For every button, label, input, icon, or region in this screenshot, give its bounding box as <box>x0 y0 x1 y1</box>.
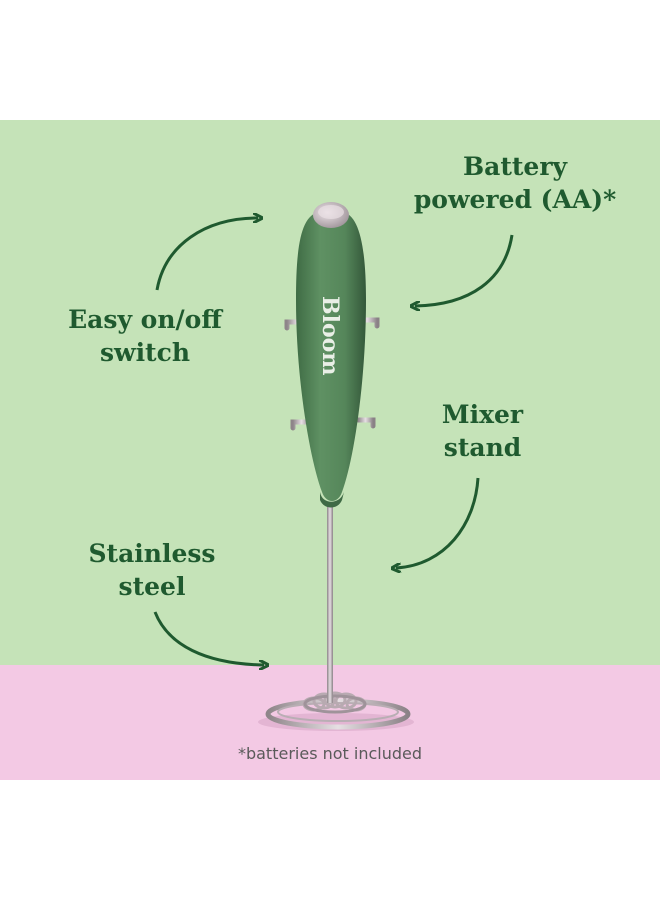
arrow-battery <box>415 234 514 306</box>
bottom-margin <box>0 780 660 900</box>
callout-steel: Stainless steel <box>62 537 242 603</box>
batteries-footnote: *batteries not included <box>237 744 423 763</box>
arrow-steel <box>153 611 264 665</box>
callout-steel-line2: steel <box>118 572 186 601</box>
callout-battery-line2: powered (AA)* <box>413 185 617 214</box>
callout-mixer-line2: stand <box>443 433 522 462</box>
whisk-coil <box>302 691 367 714</box>
top-margin <box>0 0 660 120</box>
frother-body <box>296 212 366 501</box>
callout-battery-line1: Battery <box>462 152 568 181</box>
arrow-mixer <box>396 477 480 568</box>
callout-switch-line1: Easy on/off <box>68 305 222 334</box>
body-collar <box>320 492 344 508</box>
whisk-shaft <box>327 503 333 703</box>
arrow-switch <box>155 218 258 291</box>
callout-steel-line1: Stainless <box>88 539 216 568</box>
callout-switch: Easy on/off switch <box>45 303 245 369</box>
stand-base-ring <box>265 698 411 730</box>
callout-mixer: Mixer stand <box>400 398 565 464</box>
brand-logo: Bloom <box>317 296 343 376</box>
callout-battery: Battery powered (AA)* <box>395 150 635 216</box>
callout-switch-line2: switch <box>99 338 191 367</box>
callout-mixer-line1: Mixer <box>441 400 524 429</box>
